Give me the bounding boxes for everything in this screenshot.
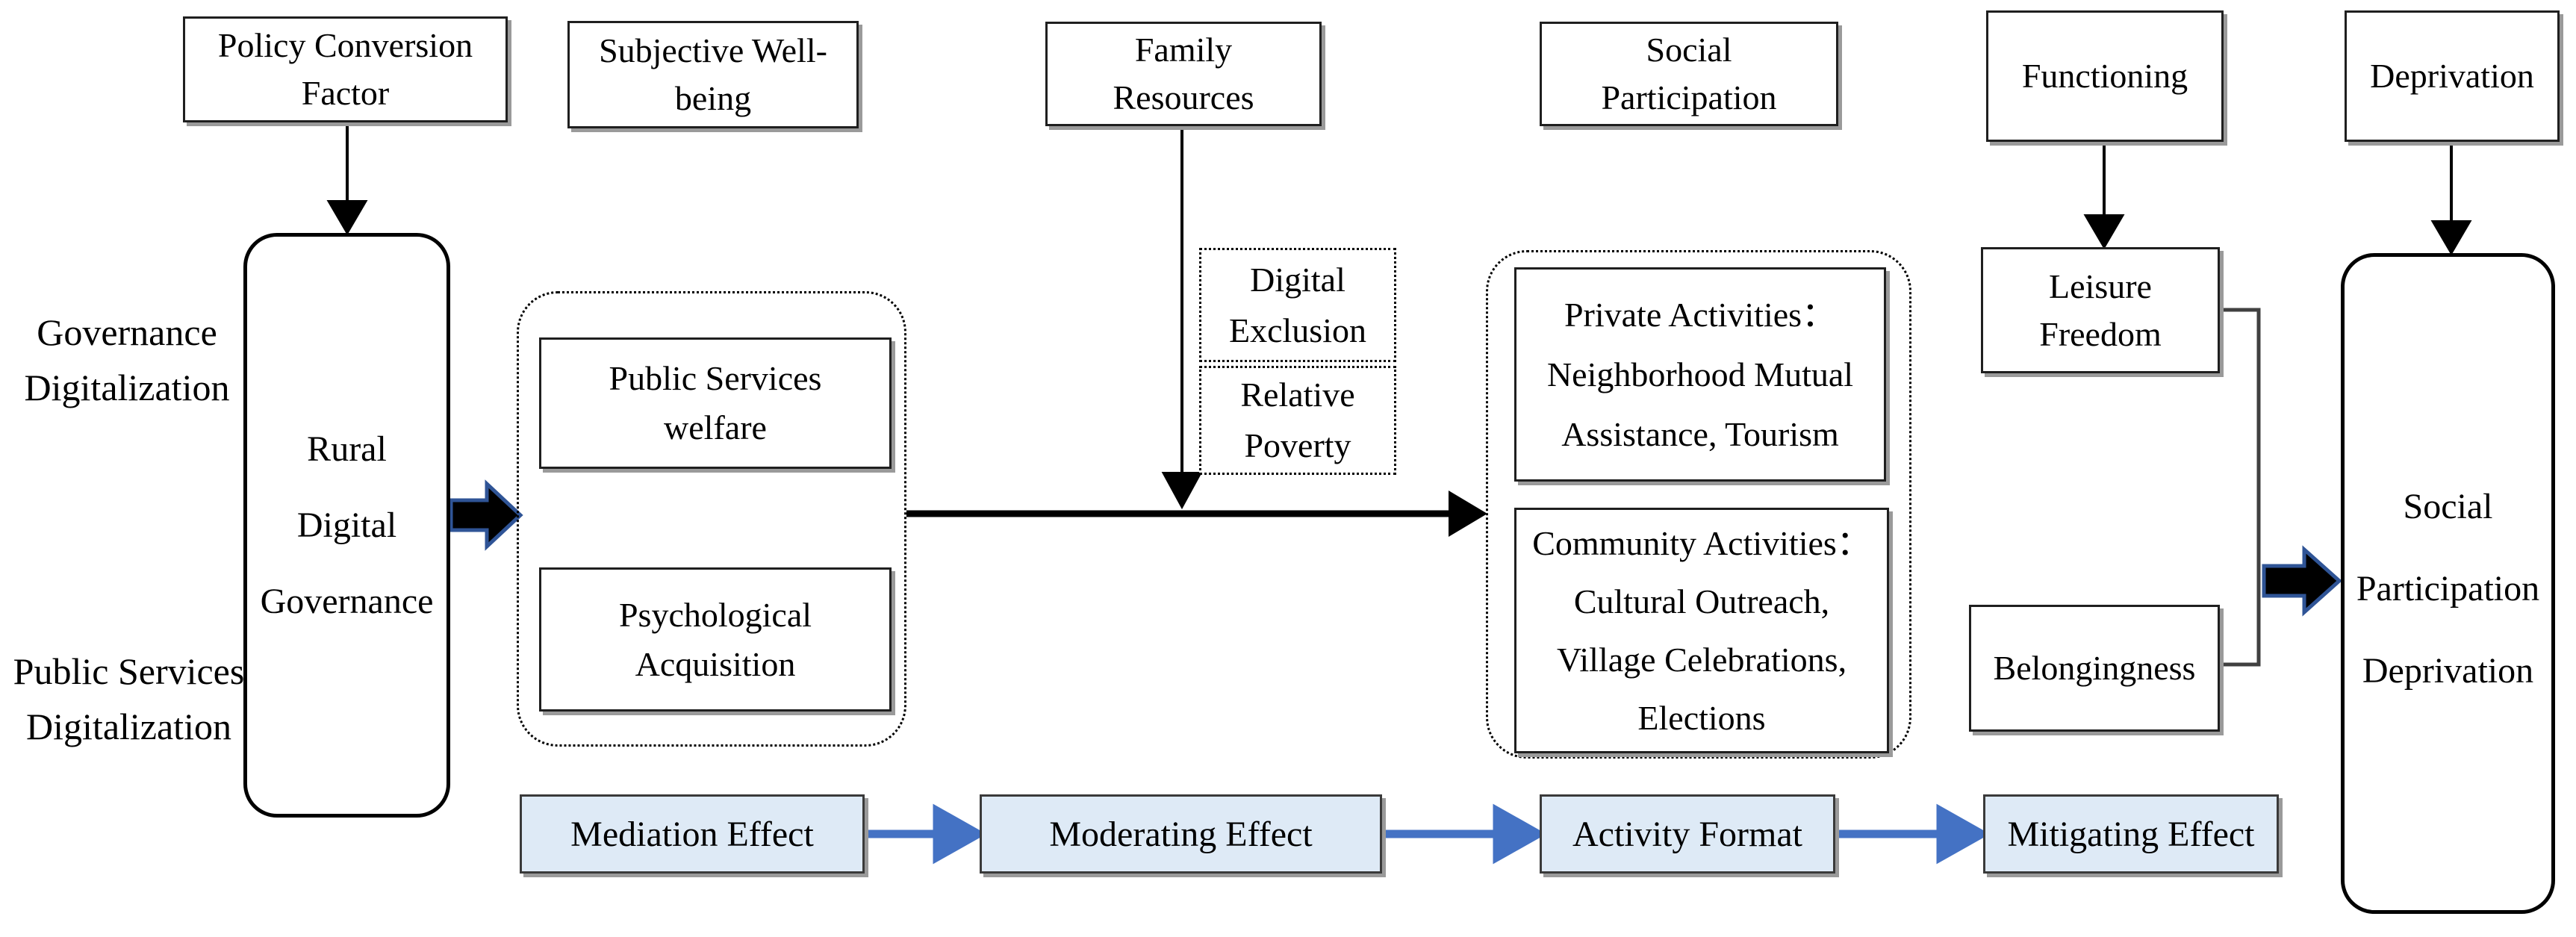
box-label-line: Leisure — [2049, 267, 2152, 305]
box-label-line: Freedom — [2039, 314, 2162, 353]
legend-arrow-3-head — [1936, 803, 1991, 865]
box-label-line: Family — [1134, 31, 1233, 69]
private-activities-box: Private Activities： Neighborhood Mutual … — [1514, 267, 1886, 482]
box-label-line: Social — [1646, 31, 1732, 69]
label-line: Governance — [37, 311, 217, 353]
relative-poverty-box: Relative Poverty — [1199, 366, 1396, 475]
effect-label: Mediation Effect — [570, 814, 814, 854]
box-label-line: Village Celebrations, — [1556, 640, 1847, 679]
box-label-line: Relative — [1240, 376, 1355, 414]
deprivation-box: Deprivation — [2345, 10, 2560, 142]
digital-exclusion-box: Digital Exclusion — [1199, 248, 1396, 362]
effect-label: Activity Format — [1572, 814, 1802, 854]
legend-arrow-2-head — [1493, 803, 1547, 865]
arrow-deprivation-to-node-head — [2430, 220, 2472, 255]
block-arrow-outcomes-to-deprivation — [2262, 545, 2342, 617]
arrow-family-down-head — [1161, 472, 1203, 510]
family-resources-box: Family Resources — [1045, 22, 1322, 126]
box-label-line: Assistance, Tourism — [1561, 414, 1839, 453]
effect-label: Moderating Effect — [1049, 814, 1313, 854]
rural-digital-governance-node: Rural Digital Governance — [243, 233, 450, 818]
box-label-line: Factor — [301, 74, 390, 112]
activities-group-container — [1486, 250, 1911, 759]
box-label-line: Digital — [1250, 260, 1345, 299]
node-label-line: Social — [2403, 486, 2493, 526]
public-services-digitalization-label: Public Services Digitalization — [0, 644, 258, 754]
social-participation-deprivation-node: Social Participation Deprivation — [2341, 253, 2555, 914]
box-label-line: Policy Conversion — [217, 26, 473, 64]
box-label-line: Neighborhood Mutual — [1546, 355, 1854, 393]
social-participation-box: Social Participation — [1540, 22, 1838, 126]
activity-format-box: Activity Format — [1540, 794, 1835, 874]
policy-conversion-factor-box: Policy Conversion Factor — [183, 16, 508, 122]
box-label-line: being — [674, 79, 752, 117]
community-activities-box: Community Activities： Cultural Outreach,… — [1514, 508, 1889, 753]
node-label-line: Participation — [2356, 568, 2540, 608]
box-label-line: Belongingness — [1993, 649, 2196, 687]
subjective-wellbeing-box: Subjective Well- being — [567, 21, 859, 128]
leisure-freedom-box: Leisure Freedom — [1981, 247, 2220, 373]
node-label-line: Deprivation — [2362, 650, 2534, 691]
arrow-functioning-to-leisure-head — [2083, 214, 2125, 249]
arrow-mediation-to-activities-head — [1449, 491, 1487, 537]
node-label-line: Rural — [307, 429, 387, 469]
mediation-effect-box: Mediation Effect — [520, 794, 865, 874]
box-label-line: Functioning — [2021, 57, 2188, 95]
mitigating-effect-box: Mitigating Effect — [1983, 794, 2279, 874]
box-label-line: Exclusion — [1229, 311, 1366, 349]
belongingness-box: Belongingness — [1969, 605, 2220, 732]
label-line: Digitalization — [24, 367, 230, 408]
label-line: Public Services — [13, 650, 245, 692]
psychological-acquisition-box: Psychological Acquisition — [539, 567, 892, 712]
box-label-line: Acquisition — [635, 644, 796, 683]
functioning-box: Functioning — [1986, 10, 2224, 142]
box-label-line: Community Activities： — [1532, 523, 1871, 562]
box-label-line: Poverty — [1244, 426, 1351, 464]
arrow-policy-to-rural-head — [326, 200, 368, 235]
governance-digitalization-label: Governance Digitalization — [0, 305, 254, 415]
block-arrow-rural-to-mediation — [449, 479, 523, 551]
legend-arrow-1-head — [933, 803, 987, 865]
effect-label: Mitigating Effect — [2007, 814, 2255, 854]
box-label-line: Public Services — [609, 359, 822, 397]
box-label-line: Psychological — [618, 595, 812, 634]
mediation-group-container — [517, 291, 906, 747]
box-label-line: Deprivation — [2370, 57, 2534, 95]
public-services-welfare-box: Public Services welfare — [539, 337, 892, 469]
bracket-outcomes — [2220, 308, 2261, 667]
box-label-line: Private Activities： — [1564, 295, 1837, 334]
moderating-effect-box: Moderating Effect — [980, 794, 1382, 874]
node-label-line: Digital — [296, 505, 397, 545]
box-label-line: welfare — [664, 408, 767, 446]
box-label-line: Resources — [1113, 78, 1254, 116]
node-label-line: Governance — [260, 581, 434, 621]
label-line: Digitalization — [26, 706, 231, 747]
box-label-line: Elections — [1637, 698, 1766, 737]
box-label-line: Participation — [1601, 78, 1777, 116]
box-label-line: Cultural Outreach, — [1573, 582, 1830, 620]
box-label-line: Subjective Well- — [599, 31, 827, 69]
